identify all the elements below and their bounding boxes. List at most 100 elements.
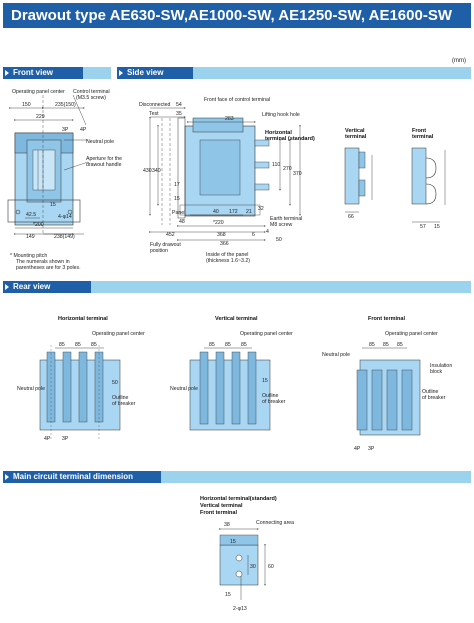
side-dim-66: 66	[348, 214, 354, 220]
terminal-h3: Front terminal	[200, 510, 237, 516]
side-dim-366: 366	[220, 241, 229, 247]
terminal-connecting: Connecting area	[256, 520, 294, 526]
rear-f-3p: 3P	[368, 446, 375, 452]
rear-h-85-1: 85	[59, 342, 65, 348]
terminal-dim-drawing	[219, 528, 266, 600]
rear-h-outline-2: of breaker	[112, 401, 136, 407]
rear-front-opc: Operating panel center	[385, 331, 438, 337]
terminal-dim-30: 30	[250, 564, 256, 570]
side-vertical-terminal-drawing	[344, 147, 373, 213]
rear-h-outline-1: Outline	[112, 395, 129, 401]
front-dim-235: 235(150)	[55, 102, 76, 108]
front-view-drawing	[7, 94, 89, 235]
side-front-1: Front	[412, 128, 426, 134]
side-panel: Panel	[172, 210, 185, 216]
rear-v-85-2: 85	[225, 342, 231, 348]
side-dim-4: 4	[266, 229, 269, 235]
front-dim-149: 149	[26, 234, 35, 240]
section-bar-rear-view: Rear view	[3, 281, 471, 293]
front-note-1: * Mounting pitch	[10, 253, 47, 259]
side-dim-270: 270	[283, 166, 292, 172]
rear-h-85-2: 85	[75, 342, 81, 348]
rear-v-outline-1: Outline	[262, 393, 279, 399]
rear-h-4p: 4P	[44, 436, 51, 442]
rear-front-label: Front terminal	[368, 316, 405, 322]
side-front-2: terminal	[412, 134, 434, 140]
section-label-front-view: Front view	[3, 67, 83, 79]
rear-f-4p: 4P	[354, 446, 361, 452]
side-dim-6: 6	[252, 232, 255, 238]
side-dim-15b: 15	[434, 224, 440, 230]
section-bar-side-view: Side view	[117, 67, 471, 79]
rear-f-outline-2: of breaker	[422, 395, 446, 401]
side-dim-220: *220	[213, 220, 224, 226]
front-operating-panel-center: Operating panel center	[12, 89, 65, 95]
front-dim-3p: 3P	[62, 127, 69, 133]
rear-v-neutral: Neutral pole	[170, 386, 198, 392]
side-dim-110: 110	[272, 162, 280, 168]
side-dim-172: 172	[229, 209, 238, 215]
side-dim-50: 50	[276, 237, 282, 243]
rear-horizontal-opc: Operating panel center	[92, 331, 145, 337]
section-bar-front-view: Front view	[3, 67, 111, 79]
side-earth-2: M8 screw	[270, 222, 292, 228]
front-control-terminal-screw: (M3.5 screw)	[76, 95, 106, 101]
rear-vertical-drawing	[189, 347, 271, 431]
rear-f-85-2: 85	[383, 342, 389, 348]
section-label-side-view: Side view	[117, 67, 193, 79]
side-fully-2: position	[150, 248, 168, 254]
unit-label: (mm)	[452, 58, 466, 64]
rear-front-drawing	[356, 347, 421, 436]
side-dim-48: 48	[179, 219, 185, 225]
side-dim-283: 283	[225, 116, 234, 122]
rear-v-outline-2: of breaker	[262, 399, 286, 405]
side-dim-368: 368	[217, 232, 226, 238]
side-vertical-1: Vertical	[345, 128, 365, 134]
rear-f-outline-1: Outline	[422, 389, 439, 395]
side-front-face: Front face of control terminal	[204, 97, 270, 103]
side-horizontal-1: Horizontal	[265, 130, 292, 136]
side-dim-40: 40	[213, 209, 219, 215]
front-aperture-2: drawout handle	[86, 162, 122, 168]
terminal-dim-15b: 15	[225, 592, 231, 598]
side-earth-1: Earth terminal	[270, 216, 302, 222]
rear-vertical-label: Vertical terminal	[215, 316, 258, 322]
rear-v-15: 15	[262, 378, 268, 384]
terminal-h1: Horizontal terminal(standard)	[200, 496, 277, 502]
front-note-3: parentheses are for 3 poles.	[16, 265, 81, 271]
side-dim-370: 370	[293, 171, 302, 177]
front-note-2: The numerals shown in	[16, 259, 70, 265]
side-inside-2: (thickness 1.6~3.2)	[206, 258, 250, 264]
terminal-h2: Vertical terminal	[200, 503, 243, 509]
rear-h-neutral-1: Neutral pole	[17, 386, 45, 392]
front-control-terminal: Control terminal	[73, 89, 110, 95]
rear-f-insulation-1: Insulation	[430, 363, 452, 369]
front-dim-150: 150	[22, 102, 31, 108]
side-view-drawing	[149, 107, 301, 241]
front-dim-200: *200	[33, 222, 44, 228]
side-dim-430: 430	[143, 168, 152, 174]
side-vertical-2: terminal	[345, 134, 367, 140]
side-dim-54: 54	[176, 102, 182, 108]
side-front-terminal-drawing	[411, 147, 446, 223]
rear-f-insulation-2: block	[430, 369, 443, 375]
rear-h-3p: 3P	[62, 436, 69, 442]
rear-vertical-opc: Operating panel center	[240, 331, 293, 337]
front-aperture-1: Aperture for the	[86, 156, 122, 162]
side-dim-32: 32	[258, 206, 264, 212]
rear-v-85-3: 85	[241, 342, 247, 348]
side-dim-57: 57	[420, 224, 426, 230]
rear-f-neutral: Neutral pole	[322, 352, 350, 358]
section-label-rear-view: Rear view	[3, 281, 91, 293]
front-dim-238: 238(149)	[54, 234, 75, 240]
side-horizontal-2: terminal (standard)	[265, 136, 315, 142]
terminal-dim-38: 38	[224, 522, 230, 528]
rear-h-50: 50	[112, 380, 118, 386]
side-dim-17: 17	[174, 182, 180, 188]
rear-v-85-1: 85	[209, 342, 215, 348]
side-lifting-hook: Lifting hook hole	[262, 112, 300, 118]
side-inside-1: Inside of the panel	[206, 252, 248, 258]
side-dim-340: 340	[152, 168, 161, 174]
front-dim-4p: 4P	[80, 127, 87, 133]
